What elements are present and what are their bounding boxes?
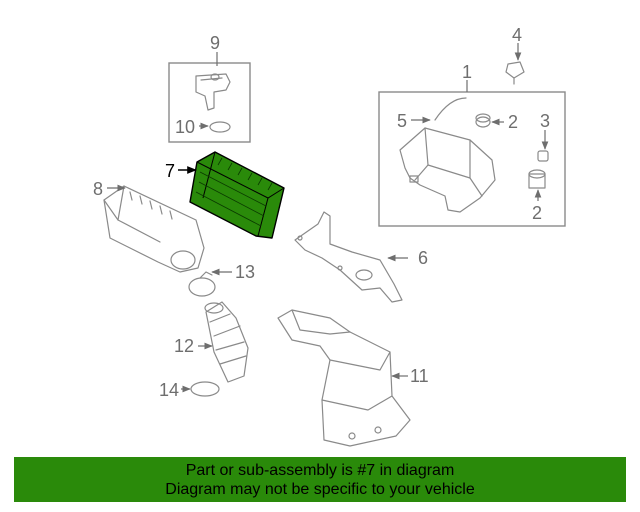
callout-5: 5 xyxy=(397,111,407,131)
callout-2-bottom: 2 xyxy=(532,203,542,223)
callout-11: 11 xyxy=(410,366,429,386)
callout-14: 14 xyxy=(159,380,179,400)
sensor-part-9[interactable] xyxy=(195,73,231,111)
cap-part-2b[interactable] xyxy=(528,169,546,189)
air-duct-part-11[interactable] xyxy=(277,309,411,447)
callout-6: 6 xyxy=(418,248,428,268)
o-ring-part-10[interactable] xyxy=(209,121,231,133)
clamp-part-14[interactable] xyxy=(190,381,220,397)
parts-diagram: 9 10 1 5 2 3 2 4 8 7 13 12 14 6 11 xyxy=(93,25,566,447)
callout-1: 1 xyxy=(462,62,472,82)
callout-2-top: 2 xyxy=(508,112,518,132)
callout-12: 12 xyxy=(174,336,194,356)
bolt-part-4[interactable] xyxy=(505,61,525,85)
cap-part-2a[interactable] xyxy=(475,113,491,128)
bracket-group-box xyxy=(378,91,566,227)
air-cleaner-housing-part-8[interactable] xyxy=(103,185,205,273)
hose-part-5[interactable] xyxy=(434,97,467,121)
callout-13: 13 xyxy=(235,262,255,282)
bracket-part-1[interactable] xyxy=(399,127,496,213)
sensor-group-box xyxy=(168,62,251,143)
callout-4: 4 xyxy=(512,25,522,45)
banner-line-2: Diagram may not be specific to your vehi… xyxy=(165,481,475,498)
callout-7: 7 xyxy=(165,161,175,181)
callout-9: 9 xyxy=(210,33,220,53)
callout-3: 3 xyxy=(540,111,550,131)
grommet-part-3[interactable] xyxy=(537,150,549,162)
air-filter-part-7[interactable] xyxy=(189,151,285,239)
intake-hose-part-12[interactable] xyxy=(204,301,249,383)
clamp-part-13[interactable] xyxy=(188,271,216,297)
callout-10: 10 xyxy=(175,117,195,137)
banner-line-1: Part or sub-assembly is #7 in diagram xyxy=(185,462,455,479)
support-bracket-part-6[interactable] xyxy=(294,211,403,303)
callout-8: 8 xyxy=(93,179,103,199)
info-banner: Part or sub-assembly is #7 in diagram Di… xyxy=(14,457,626,502)
